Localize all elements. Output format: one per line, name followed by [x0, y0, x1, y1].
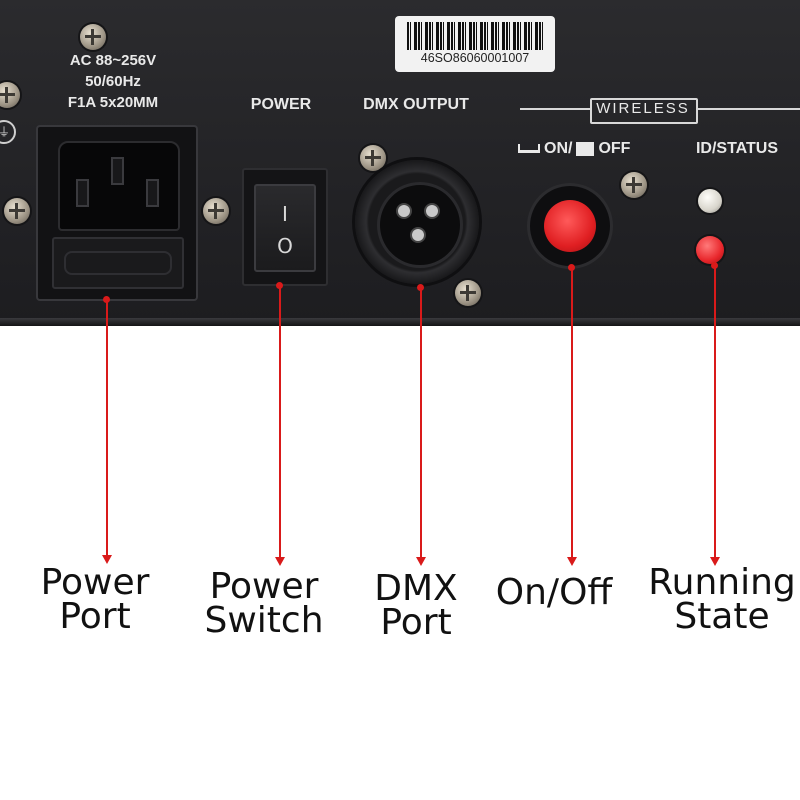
xlr-socket	[377, 182, 463, 268]
callout-line-1: Running	[648, 562, 796, 603]
power-switch[interactable]: I O	[242, 168, 328, 286]
callout-dmx-port: DMX Port	[358, 568, 474, 643]
switch-rocker[interactable]: I O	[254, 184, 316, 272]
wireless-line-left	[520, 108, 590, 110]
serial-number: 46SO86060001007	[420, 51, 530, 65]
socket-pin	[76, 179, 89, 207]
wireless-on-off-button[interactable]	[530, 186, 610, 266]
callout-line-2: Switch	[204, 600, 324, 641]
ground-icon: ⏚	[0, 120, 16, 144]
callout-running-state: Running State	[644, 562, 800, 637]
callout-dot	[103, 296, 110, 303]
xlr-pin	[412, 229, 424, 241]
callout-line-on-off	[571, 268, 573, 558]
callout-line-1: Power	[40, 562, 150, 603]
screw-icon	[621, 172, 647, 198]
screw-icon	[80, 24, 106, 50]
callout-arrow	[275, 557, 285, 566]
switch-up-icon	[518, 144, 540, 154]
callout-dot	[711, 262, 718, 269]
callout-arrow	[567, 557, 577, 566]
callout-dot	[568, 264, 575, 271]
dmx-output-label: DMX OUTPUT	[363, 96, 469, 113]
switch-on-symbol: I	[282, 202, 288, 226]
serial-sticker: 46SO86060001007	[395, 16, 555, 72]
screw-icon	[455, 280, 481, 306]
status-led-icon	[696, 236, 724, 264]
socket-pin	[146, 179, 159, 207]
screw-icon	[4, 198, 30, 224]
switch-down-icon	[576, 141, 595, 156]
callout-power-switch: Power Switch	[196, 566, 332, 641]
callout-line-2: Port	[59, 596, 131, 637]
screw-icon	[203, 198, 229, 224]
xlr-pin	[426, 205, 438, 217]
power-port[interactable]	[36, 125, 198, 301]
wireless-label: WIRELESS	[596, 100, 690, 117]
callout-line-power-port	[106, 300, 108, 556]
power-spec-line-3: F1A 5x20MM	[67, 94, 159, 111]
dmx-port[interactable]	[355, 160, 479, 284]
power-spec-line-1: AC 88~256V	[69, 52, 157, 69]
callout-arrow	[102, 555, 112, 564]
callout-line-running-state	[714, 266, 716, 558]
id-led-icon	[698, 189, 722, 213]
power-label: POWER	[250, 96, 312, 113]
iec-socket	[58, 141, 180, 231]
barcode	[407, 22, 543, 50]
callout-dot	[276, 282, 283, 289]
id-status-label: ID/STATUS	[695, 140, 779, 157]
screw-icon	[360, 145, 386, 171]
callout-line-1: DMX	[374, 568, 458, 609]
callout-line-dmx-port	[420, 288, 422, 558]
power-spec-line-2: 50/60Hz	[85, 73, 141, 90]
switch-off-symbol: O	[277, 234, 293, 258]
callout-arrow	[710, 557, 720, 566]
red-button-cap[interactable]	[544, 200, 596, 252]
fuse-cap	[64, 251, 172, 275]
wireless-line-right	[696, 108, 800, 110]
screw-icon	[0, 82, 20, 108]
xlr-pin	[398, 205, 410, 217]
off-label: OFF	[598, 140, 631, 157]
device-rear-panel: ⏚ AC 88~256V 50/60Hz F1A 5x20MM POWER DM…	[0, 0, 800, 322]
on-off-label: ON/OFF	[518, 140, 630, 158]
callout-line-1: On/Off	[495, 572, 613, 613]
callout-on-off: On/Off	[482, 572, 626, 613]
callout-line-2: Port	[380, 602, 452, 643]
callout-arrow	[416, 557, 426, 566]
panel-bottom-edge	[0, 318, 800, 326]
callout-dot	[417, 284, 424, 291]
wireless-bracket	[590, 98, 698, 124]
callout-line-2: State	[674, 596, 770, 637]
callout-line-power-switch	[279, 286, 281, 558]
callout-line-1: Power	[209, 566, 319, 607]
callout-power-port: Power Port	[30, 562, 160, 637]
on-label: ON/	[544, 140, 573, 157]
socket-pin	[111, 157, 124, 185]
fuse-holder[interactable]	[52, 237, 184, 289]
